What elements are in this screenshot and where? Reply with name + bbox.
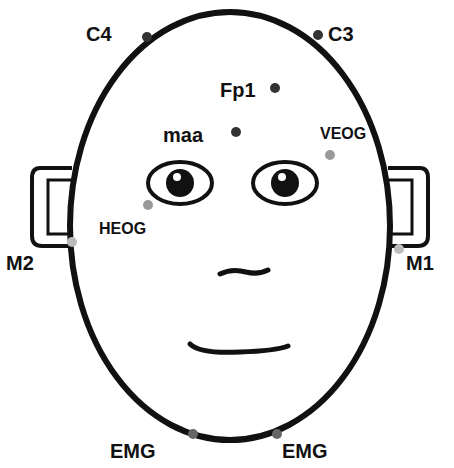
electrode-dot bbox=[231, 127, 241, 137]
electrode-label: EMG bbox=[110, 441, 156, 461]
eye-highlight bbox=[173, 173, 181, 181]
electrode-dot bbox=[143, 200, 153, 210]
eye bbox=[253, 162, 317, 204]
electrode-label: HEOG bbox=[99, 221, 146, 237]
left-ear bbox=[32, 168, 72, 246]
electrode-dot bbox=[325, 150, 335, 160]
right-ear bbox=[388, 168, 428, 246]
electrode-label: C3 bbox=[328, 24, 354, 44]
eye bbox=[148, 162, 212, 204]
pupil bbox=[271, 169, 299, 197]
nose bbox=[220, 270, 268, 274]
electrode-dot bbox=[188, 429, 198, 439]
pupil bbox=[166, 169, 194, 197]
eye-highlight bbox=[278, 173, 286, 181]
electrode-dot bbox=[67, 237, 77, 247]
electrode-dot bbox=[270, 83, 280, 93]
electrode-dot bbox=[313, 30, 323, 40]
electrode-dot bbox=[272, 429, 282, 439]
mouth bbox=[190, 344, 288, 352]
electrode-label: Fp1 bbox=[220, 80, 256, 100]
electrode-label: C4 bbox=[86, 24, 112, 44]
head-outline bbox=[70, 12, 390, 440]
electrode-label: VEOG bbox=[320, 126, 366, 142]
electrode-label: M1 bbox=[406, 253, 434, 273]
electrode-label: maa bbox=[163, 125, 203, 145]
electrode-dot bbox=[142, 32, 152, 42]
electrode-label: M2 bbox=[6, 253, 34, 273]
electrode-dot bbox=[394, 244, 404, 254]
electrode-label: EMG bbox=[282, 441, 328, 461]
